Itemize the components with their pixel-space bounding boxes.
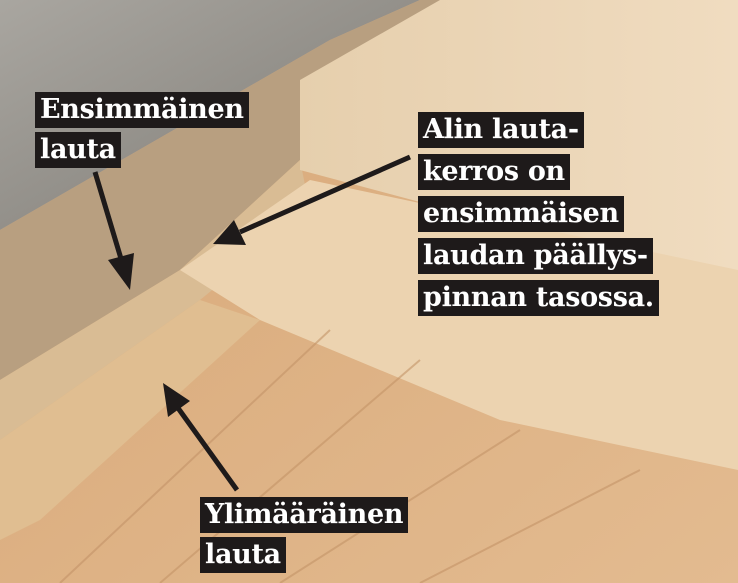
arrow-extra-board — [163, 383, 240, 492]
label-line: Alin lauta- — [418, 112, 584, 148]
label-line: laudan päällys- — [418, 238, 653, 274]
label-line: kerros on — [418, 154, 570, 190]
label-line: ensimmäisen — [418, 196, 624, 232]
extra-board — [0, 300, 260, 540]
label-line: Ylimääräinen — [200, 497, 409, 533]
label-bottom-layer: Alin lauta- kerros on ensimmäisen laudan… — [418, 112, 659, 316]
arrow-first-board — [92, 171, 134, 290]
label-extra-board: Ylimääräinen lauta — [200, 497, 409, 573]
label-line: Ensimmäinen — [35, 92, 249, 128]
label-line: lauta — [35, 132, 121, 168]
arrow-bottom-layer — [213, 154, 412, 245]
label-line: pinnan tasossa. — [418, 280, 659, 316]
label-line: lauta — [200, 537, 286, 573]
label-first-board: Ensimmäinen lauta — [35, 92, 249, 168]
concrete-wall — [0, 0, 420, 230]
